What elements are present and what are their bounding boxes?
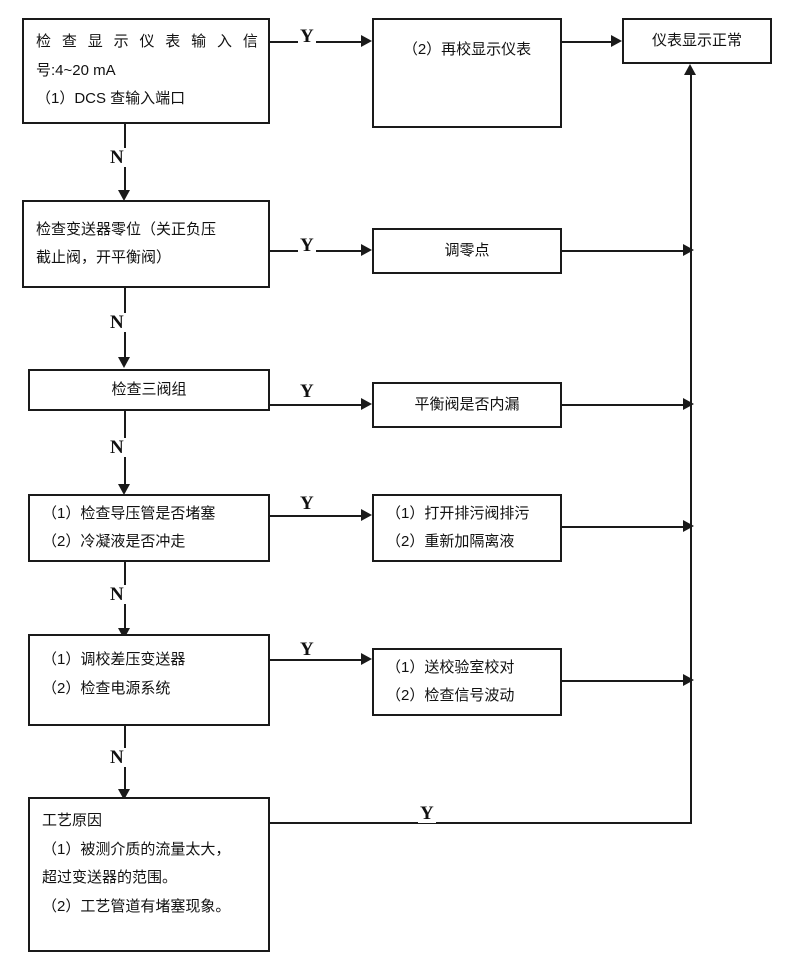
edge-label-no: N xyxy=(108,312,126,333)
edge-label-no: N xyxy=(108,437,126,458)
edge-balance-valve-to-trunk xyxy=(562,404,690,406)
node-line: 调零点 xyxy=(444,241,490,259)
node-line: 检查变送器零位（关正负压 xyxy=(36,220,217,238)
edge-label-yes: Y xyxy=(418,803,436,824)
node-adjust-zero[interactable]: 调零点 xyxy=(372,228,562,274)
node-calibrate-transmitter[interactable]: （1）调校差压变送器 （2）检查电源系统 xyxy=(28,634,270,726)
edge-lab-to-trunk xyxy=(562,680,690,682)
node-line: 工艺原因 xyxy=(42,812,103,829)
node-line: （1）检查导压管是否堵塞 xyxy=(42,504,216,522)
node-check-zero[interactable]: 检查变送器零位（关正负压 截止阀，开平衡阀） xyxy=(22,200,270,288)
node-blowdown[interactable]: （1）打开排污阀排污 （2）重新加隔离液 xyxy=(372,494,562,562)
arrowhead-right xyxy=(683,398,694,410)
node-line: （1）送校验室校对 xyxy=(386,658,515,676)
edge-label-no: N xyxy=(108,747,126,768)
arrowhead-down xyxy=(118,789,130,800)
edge-blowdown-to-trunk xyxy=(562,526,690,528)
node-recalibrate-display[interactable]: （2）再校显示仪表 xyxy=(372,18,562,128)
arrowhead-right xyxy=(361,35,372,47)
node-line: （1）DCS 查输入端口 xyxy=(36,90,186,108)
node-display-normal[interactable]: 仪表显示正常 xyxy=(622,18,772,64)
arrowhead-down xyxy=(118,190,130,201)
arrowhead-right xyxy=(361,653,372,665)
edge-label-yes: Y xyxy=(298,639,316,660)
node-line: 平衡阀是否内漏 xyxy=(414,395,520,413)
arrowhead-right xyxy=(361,398,372,410)
node-balance-valve-leak[interactable]: 平衡阀是否内漏 xyxy=(372,382,562,428)
edge-label-yes: Y xyxy=(298,26,316,47)
node-line: （2）工艺管道有堵塞现象。 xyxy=(42,897,231,915)
edge-check-display-to-recalibrate xyxy=(270,41,362,43)
node-line: （2）检查电源系统 xyxy=(42,679,171,697)
edge-label-no: N xyxy=(108,584,126,605)
arrowhead-right xyxy=(683,520,694,532)
node-line: （1）打开排污阀排污 xyxy=(386,504,530,522)
edge-process-cause-to-trunk xyxy=(270,822,692,824)
node-line: 检查三阀组 xyxy=(111,380,187,398)
arrowhead-right xyxy=(361,244,372,256)
node-send-to-lab[interactable]: （1）送校验室校对 （2）检查信号波动 xyxy=(372,648,562,716)
edge-label-yes: Y xyxy=(298,381,316,402)
arrowhead-right xyxy=(683,674,694,686)
return-trunk-vertical xyxy=(690,74,692,824)
arrowhead-down xyxy=(118,628,130,639)
edge-label-no: N xyxy=(108,147,126,168)
edge-calibrate-to-lab xyxy=(270,659,362,661)
edge-adjust-zero-to-trunk xyxy=(562,250,690,252)
arrowhead-right xyxy=(361,509,372,521)
edge-manifold-to-balance-valve xyxy=(270,404,362,406)
node-process-cause[interactable]: 工艺原因 （1）被测介质的流量太大， 超过变送器的范围。 （2）工艺管道有堵塞现… xyxy=(28,797,270,952)
edge-check-zero-to-adjust-zero xyxy=(270,250,362,252)
node-line: （2）检查信号波动 xyxy=(386,687,515,704)
node-line: 超过变送器的范围。 xyxy=(42,869,178,886)
node-check-display-input[interactable]: 检查显示仪表输入信 号:4~20 mA （1）DCS 查输入端口 xyxy=(22,18,270,124)
arrowhead-down xyxy=(118,484,130,495)
node-line: （1）被测介质的流量太大， xyxy=(42,840,231,858)
arrowhead-up xyxy=(684,64,696,75)
node-line: 截止阀，开平衡阀） xyxy=(36,249,172,266)
edge-label-yes: Y xyxy=(298,493,316,514)
node-check-impulse-line[interactable]: （1）检查导压管是否堵塞 （2）冷凝液是否冲走 xyxy=(28,494,270,562)
arrowhead-right xyxy=(611,35,622,47)
edge-impulse-line-to-blowdown xyxy=(270,515,362,517)
arrowhead-right xyxy=(683,244,694,256)
node-line: （2）冷凝液是否冲走 xyxy=(42,533,186,550)
node-line: （1）调校差压变送器 xyxy=(42,651,186,668)
edge-label-yes: Y xyxy=(298,235,316,256)
node-line: 检查显示仪表输入信 xyxy=(36,33,258,51)
node-line: （2）再校显示仪表 xyxy=(402,41,532,58)
node-check-manifold[interactable]: 检查三阀组 xyxy=(28,369,270,411)
arrowhead-down xyxy=(118,357,130,368)
node-line: 号:4~20 mA xyxy=(36,61,116,79)
node-line: 仪表显示正常 xyxy=(651,31,742,49)
edge-recalibrate-to-normal xyxy=(562,41,612,43)
node-line: （2）重新加隔离液 xyxy=(386,533,515,550)
